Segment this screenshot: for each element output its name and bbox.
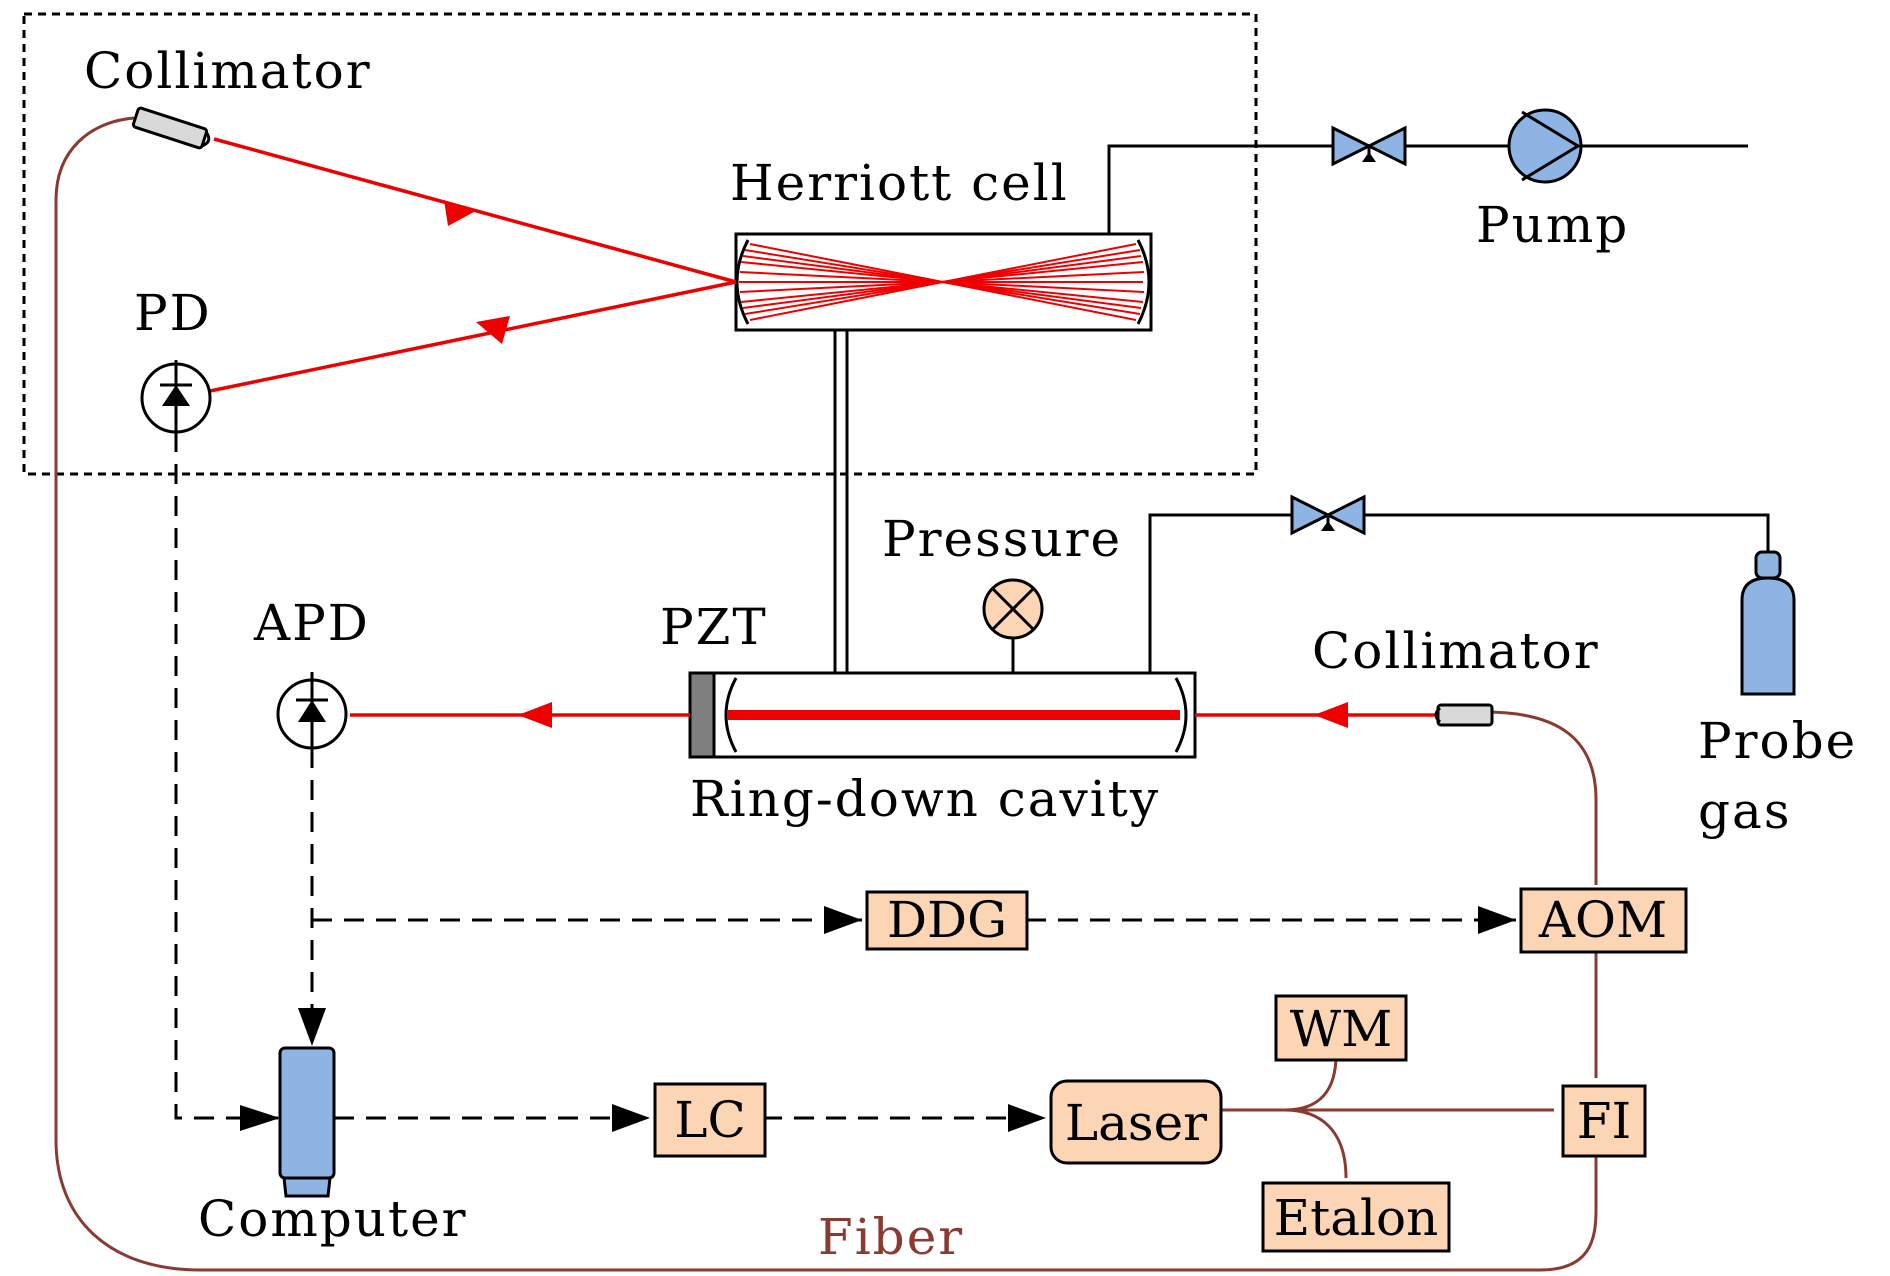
probe-gas-line	[1148, 513, 1770, 673]
arrowhead-laser	[1008, 1104, 1046, 1132]
probe-valve-icon	[1290, 494, 1366, 536]
computer-icon	[278, 1046, 336, 1198]
fiber-loop	[54, 116, 1598, 1272]
pump-label: Pump	[1476, 196, 1629, 254]
herriott-cell	[734, 232, 1153, 332]
signal-pd-computer	[174, 432, 280, 1120]
wm-box	[1274, 994, 1408, 1062]
wm-label: WM	[1290, 1000, 1393, 1058]
beam-arrow-in	[444, 200, 474, 226]
ringdown-cavity-label: Ring-down cavity	[690, 770, 1160, 828]
collimator-top-label: Collimator	[84, 42, 372, 100]
pressure-gauge-icon	[982, 578, 1044, 640]
aom-box	[1519, 887, 1688, 954]
collimator-top-icon	[131, 106, 211, 150]
pump-gas-line	[1107, 144, 1748, 234]
pd-label: PD	[134, 284, 212, 342]
lc-box	[653, 1082, 767, 1158]
laser-box	[1049, 1079, 1223, 1165]
lc-label: LC	[674, 1091, 745, 1149]
pump-valve-icon	[1331, 125, 1407, 167]
beam-arrow-apd	[518, 702, 552, 728]
fiber-aom-collimator	[1484, 710, 1598, 885]
beam-arrow-out	[476, 316, 510, 344]
ddg-label: DDG	[887, 891, 1007, 949]
fiber-to-etalon	[1284, 1108, 1348, 1179]
fi-box	[1561, 1084, 1647, 1158]
computer-label: Computer	[198, 1190, 468, 1248]
beam-collimator-to-herriott	[213, 137, 737, 284]
probe-gas-label-line1: Probe	[1698, 712, 1857, 770]
arrowhead-pd-computer	[240, 1105, 280, 1131]
probe-gas-label-line2: gas	[1698, 782, 1791, 840]
herriott-enclosure	[22, 12, 1258, 476]
aom-label: AOM	[1538, 891, 1667, 949]
pump-icon	[1507, 108, 1583, 184]
fiber-to-wm	[1284, 1054, 1338, 1112]
etalon-label: Etalon	[1274, 1189, 1439, 1247]
laser-label: Laser	[1065, 1094, 1207, 1152]
herriott-cell-label: Herriott cell	[730, 154, 1069, 212]
fiber-label: Fiber	[818, 1208, 964, 1266]
gas-cylinder-icon	[1740, 550, 1796, 696]
fi-label: FI	[1577, 1092, 1631, 1150]
apd-label: APD	[253, 594, 370, 652]
beam-arrow-cavity	[1314, 702, 1348, 728]
ringdown-cavity	[688, 671, 1197, 759]
pd-icon	[140, 360, 212, 434]
pressure-label: Pressure	[882, 510, 1122, 568]
arrowhead-lc	[612, 1104, 650, 1132]
collimator-right-icon	[1434, 703, 1494, 727]
ddg-box	[865, 890, 1029, 951]
arrowhead-aom	[1478, 906, 1516, 934]
beam-herriott-to-pd	[209, 280, 737, 393]
apd-icon	[276, 672, 348, 750]
arrowhead-apd-computer	[298, 1008, 326, 1046]
etalon-box	[1261, 1181, 1451, 1253]
pzt-block	[688, 671, 716, 759]
arrowhead-ddg	[824, 906, 862, 934]
collimator-right-label: Collimator	[1312, 622, 1600, 680]
pzt-label: PZT	[660, 598, 768, 656]
